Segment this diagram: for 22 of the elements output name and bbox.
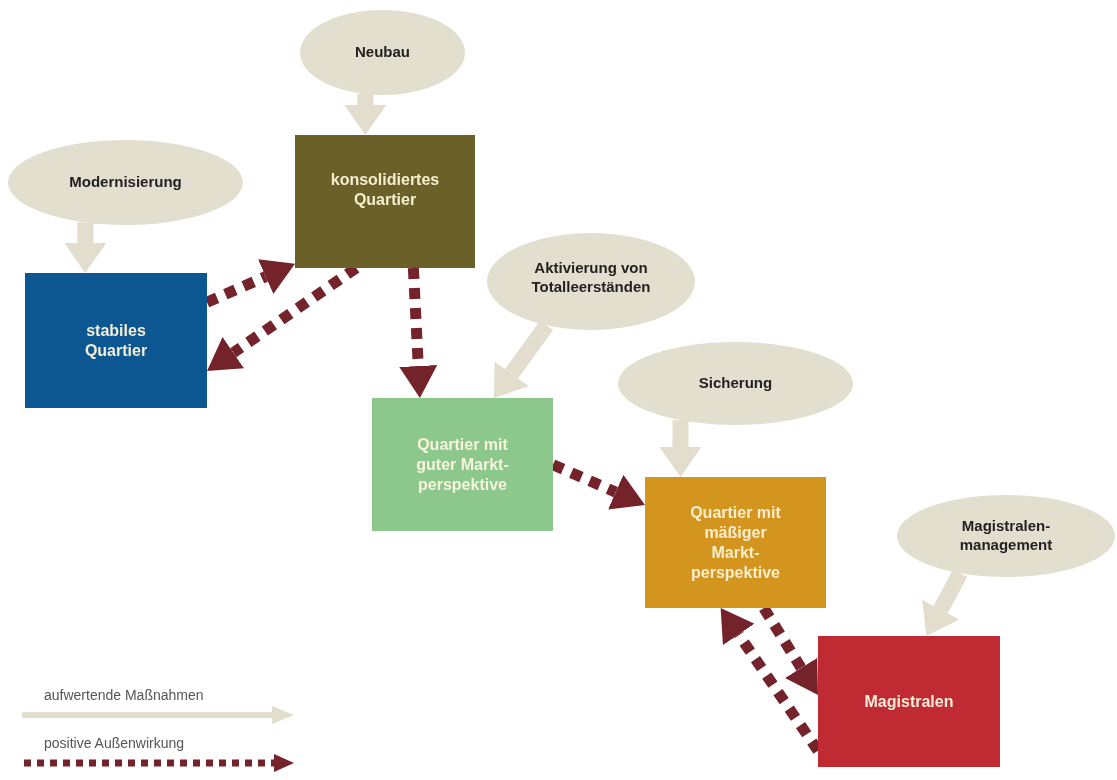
node-label: Modernisierung bbox=[69, 173, 182, 192]
arrow bbox=[659, 420, 702, 477]
legend-text: positive Außenwirkung bbox=[44, 736, 185, 750]
dashed-arrow bbox=[399, 267, 438, 398]
node-label: Aktivierung von Totalleerständen bbox=[530, 258, 652, 297]
quarter-type-box bbox=[25, 273, 207, 408]
node-label: Quartier mit guter Markt-perspektive bbox=[415, 434, 510, 495]
quarter-type-box bbox=[818, 636, 1000, 767]
node-label: Neubau bbox=[355, 43, 410, 62]
node-label: Magistralen bbox=[864, 691, 954, 712]
arrow bbox=[64, 222, 107, 273]
node-label: stabiles Quartier bbox=[83, 320, 149, 361]
arrow bbox=[922, 569, 968, 636]
quarter-type-box bbox=[295, 135, 475, 268]
node-label: Magistralen-management bbox=[958, 517, 1054, 555]
node-label: Sicherung bbox=[698, 374, 773, 393]
node-label: konsolidiertes Quartier bbox=[329, 169, 441, 210]
legend-text: aufwertende Maßnahmen bbox=[44, 688, 204, 702]
arrow bbox=[344, 94, 387, 135]
quarter-type-box bbox=[645, 477, 826, 608]
quarter-type-box bbox=[372, 398, 553, 531]
node-label: Quartier mit mäßiger Markt-perspektive bbox=[689, 502, 782, 583]
